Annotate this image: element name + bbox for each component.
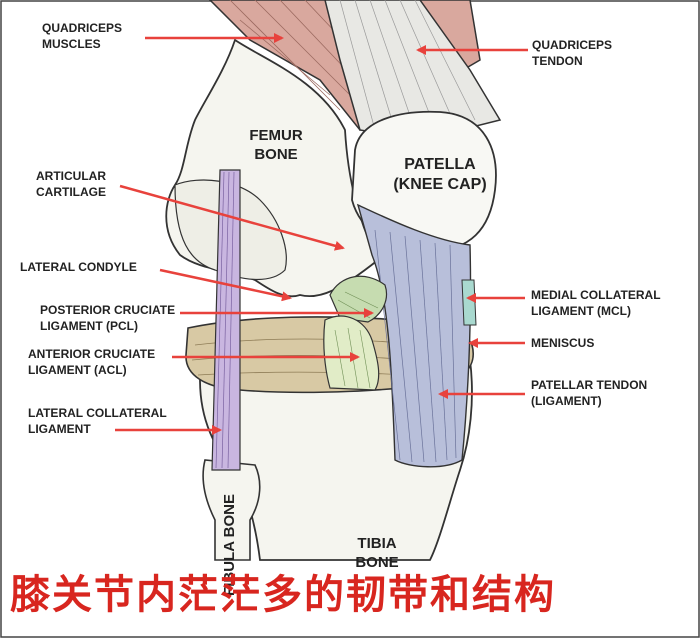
chinese-caption: 膝关节内茫茫多的韧带和结构 (10, 572, 556, 618)
label-patella: PATELLA(KNEE CAP) (393, 156, 486, 193)
mcl-shape (461, 279, 477, 326)
lcl-fibers (215, 171, 235, 469)
label-meniscus: MENISCUS (531, 336, 594, 350)
label-fibula-bone: FIBULA BONE (221, 494, 238, 596)
fibula (202, 459, 261, 561)
arrow-articular-cartilage (119, 184, 345, 251)
arrow-lateral-condyle (159, 268, 292, 302)
label-lateral-condyle: LATERAL CONDYLE (20, 260, 137, 274)
pointer-arrows (115, 33, 528, 435)
patellar-tendon-shape (356, 203, 472, 468)
patellar-tendon-fibers (374, 229, 457, 463)
label-patellar-tendon: PATELLAR TENDON(LIGAMENT) (531, 378, 647, 408)
lcl-shape (211, 169, 241, 471)
tendon-fibers (339, 0, 476, 131)
pcl-shape (329, 275, 388, 323)
